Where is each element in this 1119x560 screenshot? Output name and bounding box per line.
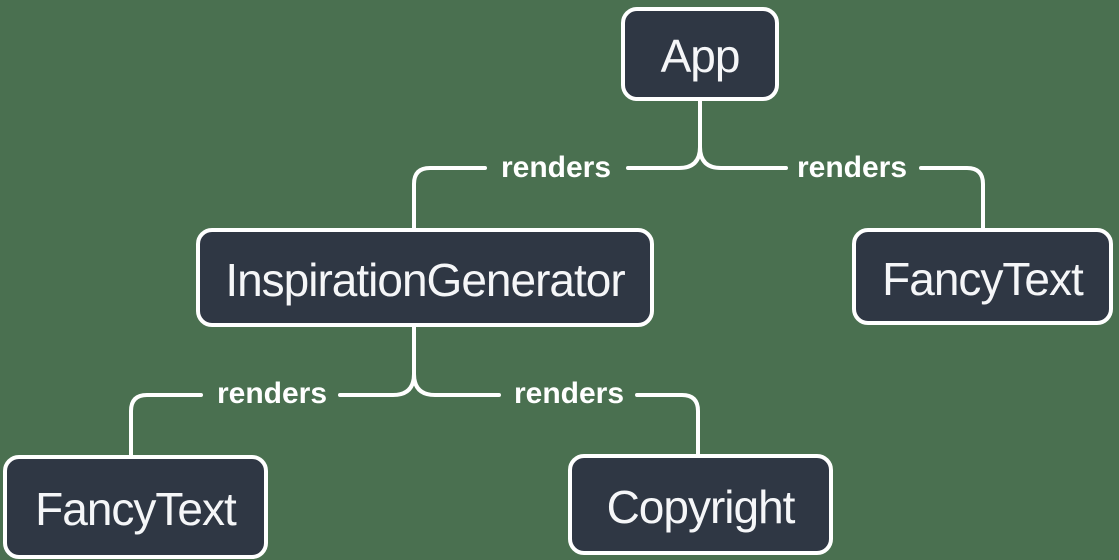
edge-inspirationgenerator-to-fancytext-branch (338, 324, 416, 397)
node-app: App (621, 7, 779, 101)
edge-label-renders-ig-right: renders (513, 377, 625, 410)
edge-inspirationgenerator-to-copyright-branch (412, 324, 501, 397)
edge-label-renders-ig-left: renders (216, 377, 328, 410)
edge-app-to-inspirationgenerator-branch (626, 99, 702, 170)
edge-label-renders-app-right: renders (796, 151, 908, 184)
edge-into-copyright (635, 393, 700, 457)
edge-into-fancytext-left (129, 393, 203, 458)
edge-into-fancytext-right (919, 166, 985, 231)
node-copyright: Copyright (568, 454, 833, 555)
node-fancy-text-right: FancyText (852, 228, 1113, 325)
node-inspiration-generator: InspirationGenerator (196, 228, 654, 327)
node-fancy-text-left: FancyText (3, 455, 268, 559)
edge-into-inspirationgenerator (412, 166, 487, 231)
edge-app-to-fancytext-branch (698, 99, 788, 170)
edge-label-renders-app-left: renders (500, 151, 612, 184)
